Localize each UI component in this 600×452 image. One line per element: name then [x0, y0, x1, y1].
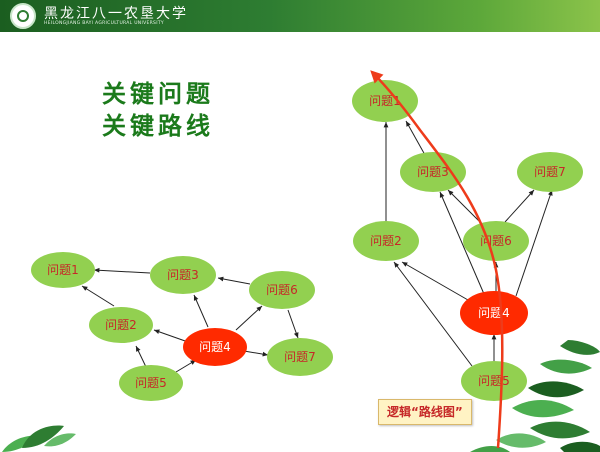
right-node-5-label: 问题5: [478, 374, 510, 388]
right-node-3-label: 问题3: [417, 165, 449, 179]
edge-right-4-2: [401, 261, 469, 301]
leaf-decoration-left: [2, 425, 76, 452]
left-node-5: 问题5: [119, 365, 183, 401]
left-node-3: 问题3: [150, 256, 216, 294]
slide-title-line2: 关键路线: [102, 111, 214, 140]
edge-left-4-3: [193, 294, 209, 328]
right-node-4: 问题4: [460, 291, 528, 335]
slide-title: 关键问题 关键路线: [102, 78, 214, 142]
edge-right-5-2: [393, 261, 473, 367]
right-diagram: 问题1 问题2 问题3 问题4 问题5 问题6 问题7: [352, 70, 583, 449]
left-node-6-label: 问题6: [266, 283, 298, 297]
edge-left-4-6: [235, 305, 263, 331]
university-logo: [10, 3, 36, 29]
right-node-6: 问题6: [463, 221, 529, 261]
edge-left-3-1: [93, 267, 151, 274]
header-subtitle: HEILONGJIANG BAYI AGRICULTURAL UNIVERSIT…: [44, 21, 164, 26]
right-node-7-label: 问题7: [534, 165, 566, 179]
left-node-2: 问题2: [89, 307, 153, 343]
left-node-6: 问题6: [249, 271, 315, 309]
critical-path-arrow: [370, 70, 504, 449]
edge-left-4-7: [243, 350, 269, 357]
right-node-1: 问题1: [352, 80, 418, 122]
header-title: 黑龙江八一农垦大学: [44, 6, 188, 22]
edge-right-4-7: [515, 189, 553, 297]
left-node-2-label: 问题2: [105, 318, 137, 332]
left-node-7-label: 问题7: [284, 350, 316, 364]
right-node-3: 问题3: [400, 152, 466, 192]
roadmap-callout: 逻辑“路线图”: [378, 399, 472, 425]
edge-left-5-4: [175, 359, 197, 373]
left-node-1: 问题1: [31, 252, 95, 288]
right-node-7: 问题7: [517, 152, 583, 192]
edge-right-4-3: [439, 191, 485, 295]
right-node-5: 问题5: [461, 361, 527, 401]
left-node-1-label: 问题1: [47, 263, 79, 277]
edge-left-5-2: [135, 345, 147, 368]
left-node-5-label: 问题5: [135, 376, 167, 390]
left-node-3-label: 问题3: [167, 268, 199, 282]
left-node-7: 问题7: [267, 338, 333, 376]
edge-left-6-3: [217, 276, 251, 285]
right-node-2: 问题2: [353, 221, 419, 261]
right-node-4-label: 问题4: [478, 306, 510, 320]
edge-right-6-3: [447, 189, 483, 225]
leaf-decoration-right: [470, 340, 600, 452]
edge-right-3-1: [405, 120, 426, 156]
left-diagram: 问题1 问题2 问题3 问题4 问题5 问题6 问题7: [31, 252, 333, 401]
edge-left-4-2: [153, 329, 189, 343]
left-node-4-label: 问题4: [199, 340, 231, 354]
right-node-1-label: 问题1: [369, 94, 401, 108]
edge-right-6-7: [504, 189, 535, 223]
slide-title-line1: 关键问题: [102, 79, 214, 108]
header-banner: 黑龙江八一农垦大学 HEILONGJIANG BAYI AGRICULTURAL…: [0, 0, 600, 32]
right-node-2-label: 问题2: [370, 234, 402, 248]
edge-left-2-1: [81, 285, 115, 307]
edge-left-6-7: [287, 309, 299, 339]
left-node-4: 问题4: [183, 328, 247, 366]
